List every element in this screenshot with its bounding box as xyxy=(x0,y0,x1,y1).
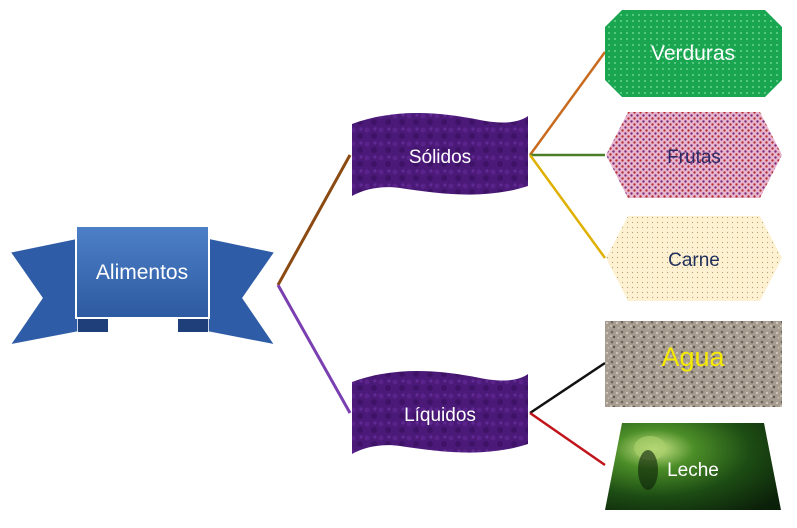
banner-shape xyxy=(352,371,528,454)
ribbon-right-fold xyxy=(178,318,208,332)
leaf-node-frutas: Frutas xyxy=(606,112,782,198)
leaf-shape xyxy=(605,10,782,97)
leaf-label-verduras: Verduras xyxy=(651,42,735,65)
branch-label-liquidos: Líquidos xyxy=(404,405,476,426)
branch-node-liquidos: Líquidos xyxy=(352,371,528,454)
leaf-shape xyxy=(606,112,782,198)
ribbon-right-tail xyxy=(207,237,277,347)
leaf-shape xyxy=(605,321,782,407)
leaf-label-leche: Leche xyxy=(667,460,719,481)
leaf-label-frutas: Frutas xyxy=(667,147,721,168)
ribbon-left-fold xyxy=(78,318,108,332)
leaf-node-verduras: Verduras xyxy=(605,10,782,97)
root-label: Alimentos xyxy=(96,261,188,284)
leaf-node-carne: Carne xyxy=(606,216,782,301)
leaf-node-leche: Leche xyxy=(605,423,781,510)
ribbon-left-tail xyxy=(8,237,79,347)
connector-root-solidos xyxy=(276,154,352,286)
ribbon-center xyxy=(75,225,210,319)
root-node: Alimentos xyxy=(8,225,277,347)
connector-root-liquidos xyxy=(276,284,352,414)
leaf-node-agua: Agua xyxy=(605,321,782,407)
branch-label-solidos: Sólidos xyxy=(409,147,471,168)
banner-shape xyxy=(352,113,528,196)
connector-solidos-verduras xyxy=(528,51,607,156)
connector-solidos-carne xyxy=(528,154,607,259)
leaf-label-agua: Agua xyxy=(661,342,725,372)
branch-node-solidos: Sólidos xyxy=(352,113,528,196)
leaf-photo-detail xyxy=(638,450,658,490)
leaf-label-carne: Carne xyxy=(668,250,720,271)
connector-liquidos-agua xyxy=(529,361,606,415)
leaf-shape xyxy=(606,216,782,301)
connector-liquidos-leche xyxy=(529,411,606,467)
